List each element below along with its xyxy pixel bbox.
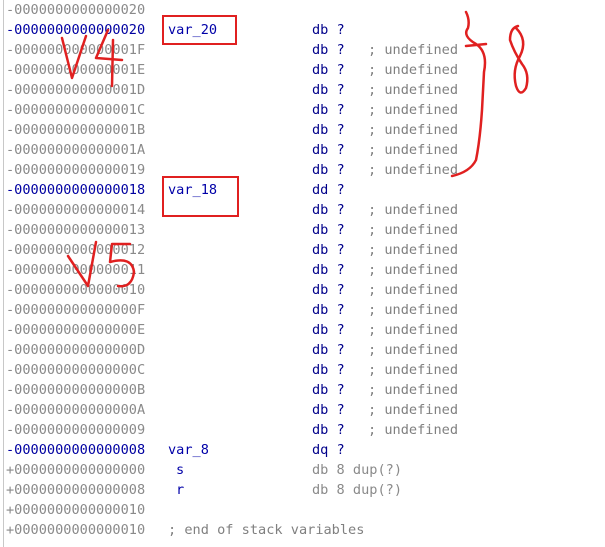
row-directive: db ? (312, 102, 345, 118)
row-offset: -000000000000001E (6, 62, 146, 78)
row-offset: -0000000000000018 (6, 182, 146, 198)
row-directive: db ? (312, 62, 345, 78)
row-comment: ; undefined (368, 142, 459, 158)
row-directive: db ? (312, 242, 345, 258)
row-comment: ; undefined (368, 342, 459, 358)
row-comment: ; undefined (368, 62, 459, 78)
row-comment: ; undefined (368, 202, 459, 218)
row-directive: db ? (312, 82, 345, 98)
row-offset: -0000000000000019 (6, 162, 146, 178)
row-comment: ; undefined (368, 322, 459, 338)
row-comment: ; undefined (368, 82, 459, 98)
row-variable-name[interactable]: var_20 (168, 22, 218, 38)
row-directive: db 8 dup(?) (312, 482, 403, 498)
row-directive: db ? (312, 382, 345, 398)
row-offset: -0000000000000008 (6, 442, 146, 458)
row-offset: +0000000000000010 (6, 522, 146, 538)
row-offset: -000000000000000B (6, 382, 146, 398)
row-comment: ; undefined (368, 382, 459, 398)
row-offset: -0000000000000020 (6, 22, 146, 38)
row-offset: -0000000000000011 (6, 262, 146, 278)
row-variable-name[interactable]: s (176, 462, 185, 478)
row-offset: -0000000000000012 (6, 242, 146, 258)
row-comment: ; undefined (368, 362, 459, 378)
row-offset: -000000000000000E (6, 322, 146, 338)
row-comment: ; end of stack variables (168, 522, 365, 538)
row-directive: db 8 dup(?) (312, 462, 403, 478)
row-comment: ; undefined (368, 262, 459, 278)
row-comment: ; undefined (368, 422, 459, 438)
row-directive: db ? (312, 22, 345, 38)
row-offset: -0000000000000010 (6, 282, 146, 298)
row-directive: dd ? (312, 182, 345, 198)
row-directive: db ? (312, 362, 345, 378)
row-offset: -000000000000000A (6, 402, 146, 418)
row-comment: ; undefined (368, 302, 459, 318)
row-directive: db ? (312, 42, 345, 58)
row-offset: -0000000000000014 (6, 202, 146, 218)
row-comment: ; undefined (368, 122, 459, 138)
row-offset: +0000000000000000 (6, 462, 146, 478)
row-offset: -000000000000000C (6, 362, 146, 378)
row-comment: ; undefined (368, 102, 459, 118)
row-offset: -000000000000001F (6, 42, 146, 58)
row-offset: -000000000000001B (6, 122, 146, 138)
row-offset: -000000000000001A (6, 142, 146, 158)
row-directive: db ? (312, 342, 345, 358)
row-directive: db ? (312, 402, 345, 418)
row-directive: db ? (312, 282, 345, 298)
row-comment: ; undefined (368, 222, 459, 238)
row-variable-name[interactable]: var_8 (168, 442, 209, 458)
row-offset: -000000000000001D (6, 82, 146, 98)
highlight-box-var-20 (162, 15, 237, 45)
row-directive: db ? (312, 262, 345, 278)
gutter-border (3, 0, 4, 547)
row-directive: db ? (312, 302, 345, 318)
row-comment: ; undefined (368, 282, 459, 298)
row-offset: +0000000000000008 (6, 482, 146, 498)
row-directive: db ? (312, 122, 345, 138)
row-offset: -000000000000000D (6, 342, 146, 358)
row-offset: -000000000000001C (6, 102, 146, 118)
row-directive: dq ? (312, 442, 345, 458)
row-comment: ; undefined (368, 42, 459, 58)
row-directive: db ? (312, 322, 345, 338)
row-offset: -0000000000000013 (6, 222, 146, 238)
row-offset: -0000000000000009 (6, 422, 146, 438)
row-comment: ; undefined (368, 162, 459, 178)
highlight-box-var-18 (162, 176, 239, 217)
row-directive: db ? (312, 422, 345, 438)
row-directive: db ? (312, 222, 345, 238)
row-offset: -000000000000000F (6, 302, 146, 318)
row-comment: ; undefined (368, 402, 459, 418)
row-directive: db ? (312, 162, 345, 178)
row-variable-name[interactable]: r (176, 482, 185, 498)
row-offset: +0000000000000010 (6, 502, 146, 518)
row-directive: db ? (312, 202, 345, 218)
row-comment: ; undefined (368, 242, 459, 258)
row-directive: db ? (312, 142, 345, 158)
row-variable-name[interactable]: var_18 (168, 182, 218, 198)
row-offset: -0000000000000020 (6, 2, 146, 18)
